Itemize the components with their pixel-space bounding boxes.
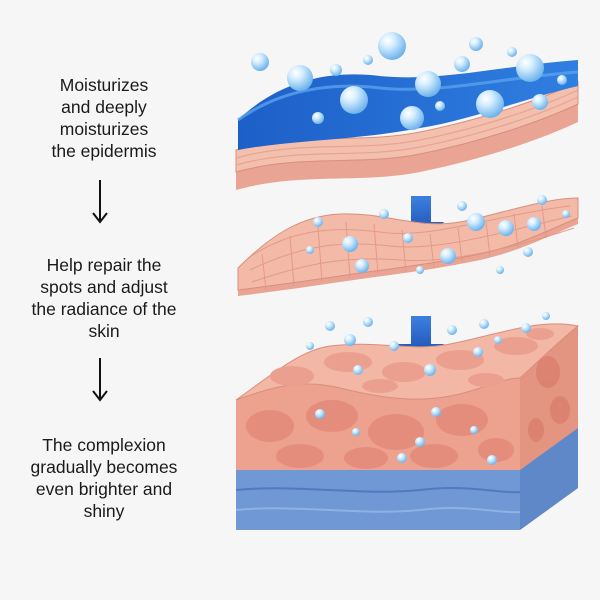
step-3-line: even brighter and [4, 478, 204, 500]
step-2-line: skin [4, 320, 204, 342]
step-1-line: and deeply [4, 96, 204, 118]
skin-cross-section-block [236, 324, 578, 530]
middle-skin-layer [238, 198, 578, 296]
step-3-line: shiny [4, 500, 204, 522]
step-2-line: the radiance of the [4, 298, 204, 320]
step-2-line: spots and adjust [4, 276, 204, 298]
down-arrow-icon [84, 178, 116, 226]
step-1-line: the epidermis [4, 140, 204, 162]
step-1-line: moisturizes [4, 118, 204, 140]
step-1-line: Moisturizes [4, 74, 204, 96]
step-2-line: Help repair the [4, 254, 204, 276]
step-3-line: gradually becomes [4, 456, 204, 478]
down-arrow-icon [84, 356, 116, 404]
step-3-line: The complexion [4, 434, 204, 456]
skin-layers-illustration [220, 20, 600, 540]
